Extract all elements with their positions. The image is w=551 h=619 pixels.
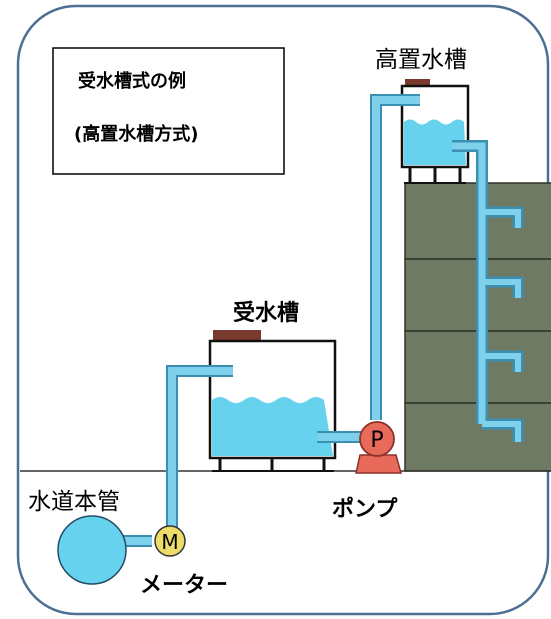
elevated-tank-lid	[405, 79, 430, 86]
legend-subtitle: (高置水槽方式)	[74, 123, 198, 145]
riser-pipe	[372, 96, 420, 420]
pump-symbol	[359, 421, 395, 457]
elevated-tank-water	[404, 119, 466, 165]
distribution-pipe	[452, 142, 486, 424]
pump-base	[355, 454, 402, 474]
legend-box	[52, 47, 285, 175]
pump: P	[355, 421, 402, 474]
meter: M	[154, 525, 186, 557]
receiving-tank-lid	[213, 330, 261, 341]
legend-title: 受水槽式の例	[78, 70, 186, 92]
meter-letter: M	[161, 530, 178, 554]
elevated-tank-label: 高置水槽	[375, 47, 467, 73]
pump-label: ポンプ	[332, 496, 398, 522]
water-main-pipe	[57, 515, 127, 585]
meter-symbol	[154, 525, 186, 557]
receiving-tank-water	[212, 397, 333, 456]
receiving-tank	[208, 330, 337, 472]
pump-letter: P	[370, 428, 383, 453]
receiving-tank-label: 受水槽	[233, 300, 299, 326]
meter-label: メーター	[140, 573, 228, 598]
faucet-pipes	[482, 209, 521, 442]
elevated-tank	[400, 79, 470, 184]
water-main-label: 水道本管	[28, 489, 120, 515]
